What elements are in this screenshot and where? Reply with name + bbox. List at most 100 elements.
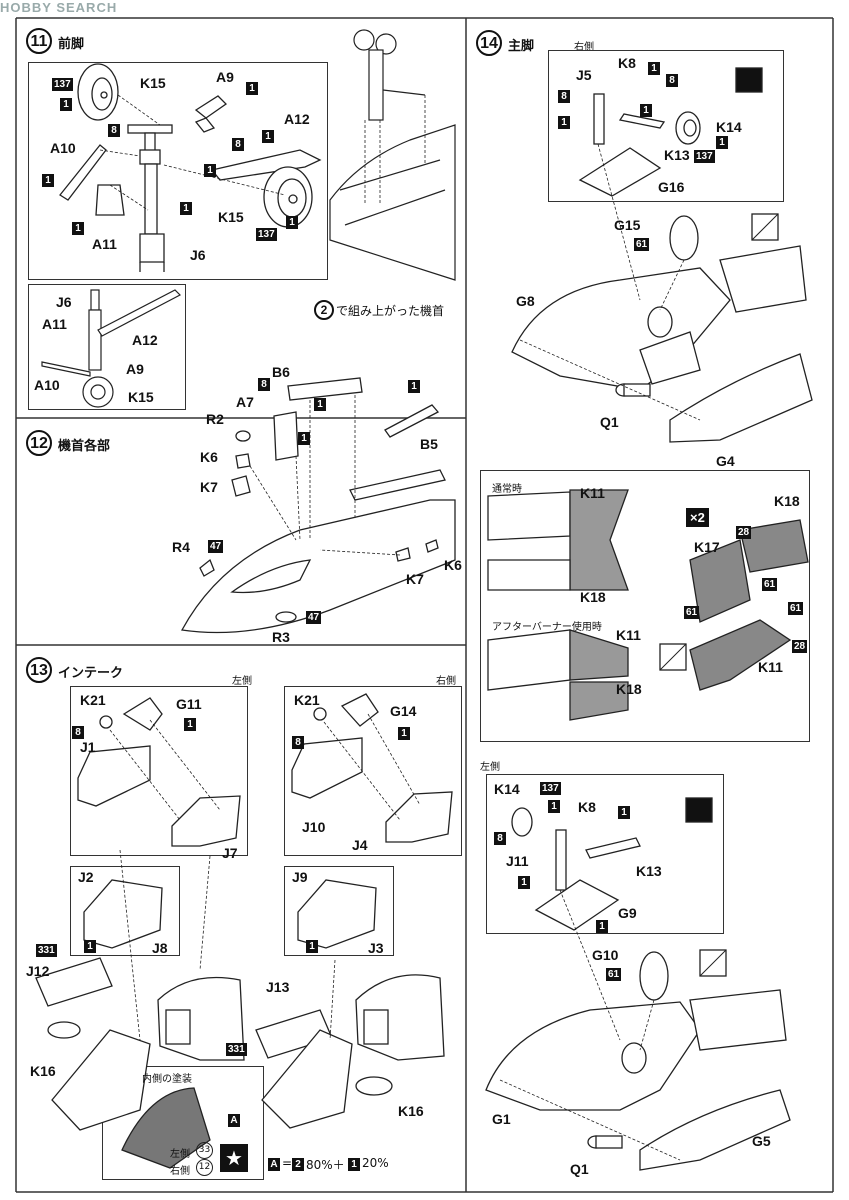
step-number-11: 11: [26, 28, 52, 54]
paint-137: 137: [694, 150, 715, 163]
paint-1: 1: [596, 920, 608, 933]
paint-8: 8: [494, 832, 506, 845]
paint-331: 331: [226, 1043, 247, 1056]
part-g16: G16: [658, 179, 685, 195]
exploded-k17: K17: [694, 539, 720, 555]
step14-left-panel: [486, 774, 724, 934]
paint-331: 331: [36, 944, 57, 957]
paint-1: 1: [60, 98, 72, 111]
paint-1: 1: [314, 398, 326, 411]
part-a10: A10: [50, 140, 76, 156]
paint-28: 28: [792, 640, 808, 653]
part-j3: J3: [368, 940, 384, 956]
part-b5: B5: [420, 436, 438, 452]
paint-61: 61: [606, 968, 622, 981]
nozzle-normal-label: 通常時: [492, 484, 522, 495]
watermark: HOBBY SEARCH: [0, 0, 118, 15]
part-j6: J6: [190, 247, 206, 263]
step14-right-label: 右側: [574, 42, 594, 53]
part-r3: R3: [272, 629, 290, 645]
mix-color-2: 1: [348, 1158, 360, 1171]
part-g14: G14: [390, 703, 417, 719]
step-title-12: 機首各部: [58, 439, 111, 454]
paint-47: 47: [208, 540, 224, 553]
part-j1: J1: [80, 739, 96, 755]
nozzle-panel: [480, 470, 810, 742]
nozzle-k11-a: K11: [580, 485, 605, 501]
part-b6: B6: [272, 364, 290, 380]
assembled-k15: K15: [128, 389, 154, 405]
paint-1: 1: [640, 104, 652, 117]
paint-137: 137: [540, 782, 561, 795]
assembled-a11: A11: [42, 316, 67, 332]
part-g10: G10: [592, 947, 619, 963]
part-k21-right: K21: [294, 692, 320, 708]
paint-61: 61: [684, 606, 700, 619]
inner-paint-title: 内側の塗装: [142, 1074, 192, 1085]
part-k15-b: K15: [218, 209, 244, 225]
part-k13-right: K13: [664, 147, 690, 163]
part-g1: G1: [492, 1111, 511, 1127]
paint-1: 1: [408, 380, 420, 393]
paint-1: 1: [262, 130, 274, 143]
nozzle-ab-label: アフターバーナー使用時: [492, 622, 602, 633]
nozzle-k11-b: K11: [616, 627, 641, 643]
paint-8: 8: [232, 138, 244, 151]
part-k14-left: K14: [494, 781, 520, 797]
part-q1-left: Q1: [570, 1161, 589, 1177]
star-icon: ★: [220, 1144, 248, 1172]
inner-right-label: 右側: [170, 1166, 190, 1177]
part-k8-right: K8: [618, 55, 636, 71]
assembled-a9: A9: [126, 361, 144, 377]
part-g15: G15: [614, 217, 641, 233]
assembled-j6: J6: [56, 294, 72, 310]
part-a11: A11: [92, 236, 117, 252]
step-title-13: インテーク: [58, 666, 124, 681]
step-title-11: 前脚: [58, 37, 85, 52]
right-side-label: 右側: [436, 676, 456, 687]
step13-left-subpanel: [70, 866, 180, 956]
paint-8: 8: [258, 378, 270, 391]
part-j4: J4: [352, 837, 368, 853]
paint-61: 61: [788, 602, 804, 615]
paint-137: 137: [52, 78, 73, 91]
step14-right-panel: [548, 50, 784, 202]
paint-28: 28: [736, 526, 752, 539]
times-two-badge: ×2: [686, 508, 709, 527]
mix-pct-2: 20%: [362, 1156, 389, 1170]
paint-1: 1: [286, 216, 298, 229]
paint-1: 1: [204, 164, 216, 177]
part-k21-left: K21: [80, 692, 106, 708]
paint-1: 1: [548, 800, 560, 813]
paint-1: 1: [518, 876, 530, 889]
part-k6-a: K6: [200, 449, 218, 465]
paint-8: 8: [558, 90, 570, 103]
paint-1: 1: [618, 806, 630, 819]
part-k16-left: K16: [30, 1063, 56, 1079]
part-j11: J11: [506, 853, 529, 869]
mix-color-1: 2: [292, 1158, 304, 1171]
exploded-k11: K11: [758, 659, 783, 675]
part-r4: R4: [172, 539, 190, 555]
part-k16-right: K16: [398, 1103, 424, 1119]
nozzle-k18-b: K18: [616, 681, 642, 697]
paint-1: 1: [398, 727, 410, 740]
step14-left-label: 左側: [480, 762, 500, 773]
paint-8: 8: [292, 736, 304, 749]
step13-right-panel: [284, 686, 462, 856]
part-k15-a: K15: [140, 75, 166, 91]
part-j8: J8: [152, 940, 168, 956]
part-j7: J7: [222, 845, 238, 861]
assembled-a12: A12: [132, 332, 158, 348]
mix-pct-1: 80%＋: [306, 1158, 345, 1172]
step-number-14: 14: [476, 30, 502, 56]
mix-a-label: A: [268, 1158, 280, 1171]
note-step-reference: 2: [314, 300, 334, 320]
mix-a-badge: A: [228, 1114, 240, 1127]
part-j13: J13: [266, 979, 290, 995]
part-k6-b: K6: [444, 557, 462, 573]
